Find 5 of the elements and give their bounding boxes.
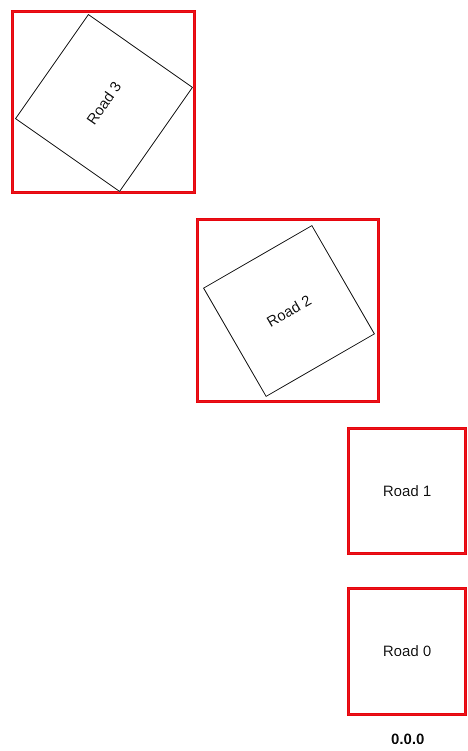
frame-box (347, 427, 467, 555)
road-label: Road 0 (382, 643, 432, 660)
frame-box (347, 587, 467, 716)
version-label: 0.0.0 (391, 731, 424, 748)
road-label: Road 1 (382, 482, 432, 500)
